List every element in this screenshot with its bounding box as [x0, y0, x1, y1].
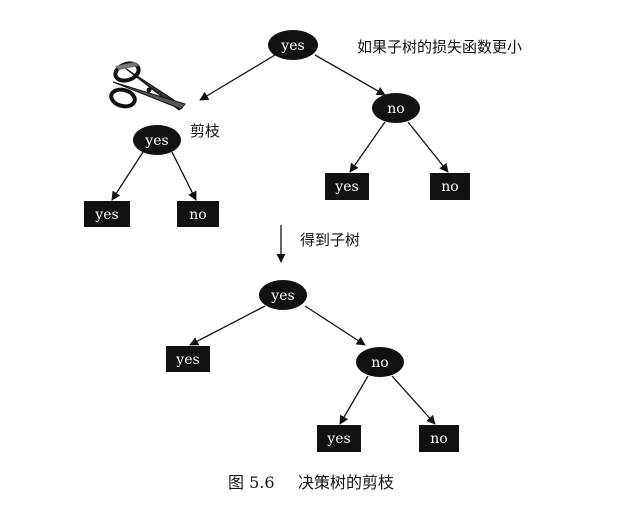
scissors-icon: [109, 61, 186, 111]
top-root-node: yes: [268, 30, 318, 60]
figure-number: 图 5.6: [228, 473, 275, 492]
top-left-internal-node: yes: [133, 125, 181, 155]
svg-text:no: no: [430, 431, 447, 447]
svg-text:yes: yes: [326, 431, 350, 447]
bottom-right-internal-node: no: [356, 347, 404, 377]
prune-annotation: 剪枝: [190, 122, 220, 140]
top-left-leaf-no: no: [177, 201, 219, 227]
edge-b-root-to-yes: [189, 305, 266, 346]
condition-annotation: 如果子树的损失函数更小: [357, 38, 522, 56]
top-right-leaf-no: no: [430, 173, 470, 200]
svg-text:yes: yes: [175, 352, 199, 368]
svg-text:no: no: [387, 101, 404, 117]
edge-b-root-to-no: [304, 305, 366, 346]
edge-left-to-no: [171, 151, 197, 201]
edge-b-no-to-no: [391, 375, 436, 425]
top-tree-edges: [111, 54, 449, 201]
bottom-tree-edges: [189, 305, 436, 425]
svg-text:no: no: [371, 355, 388, 371]
svg-text:yes: yes: [94, 207, 118, 223]
bottom-left-leaf-yes: yes: [166, 346, 210, 372]
figure-title: 决策树的剪枝: [298, 473, 394, 492]
edge-b-no-to-yes: [339, 375, 369, 425]
edge-root-to-right: [314, 54, 386, 96]
svg-text:no: no: [189, 207, 206, 223]
bottom-root-node: yes: [259, 280, 307, 310]
top-left-leaf-yes: yes: [84, 201, 130, 227]
svg-text:yes: yes: [280, 38, 304, 54]
figure-caption: 图 5.6 决策树的剪枝: [228, 473, 394, 492]
svg-text:yes: yes: [334, 179, 358, 195]
result-annotation: 得到子树: [300, 231, 360, 249]
edge-right-to-no: [407, 121, 449, 173]
top-right-leaf-yes: yes: [325, 173, 369, 200]
edge-right-to-yes: [349, 121, 386, 173]
top-right-internal-node: no: [372, 93, 420, 123]
bottom-right-leaf-no: no: [419, 425, 459, 452]
svg-text:yes: yes: [270, 288, 294, 304]
edge-root-to-pruned: [199, 54, 276, 101]
svg-text:yes: yes: [144, 133, 168, 149]
svg-text:no: no: [441, 179, 458, 195]
bottom-right-leaf-yes: yes: [317, 425, 361, 452]
edge-left-to-yes: [111, 151, 144, 201]
